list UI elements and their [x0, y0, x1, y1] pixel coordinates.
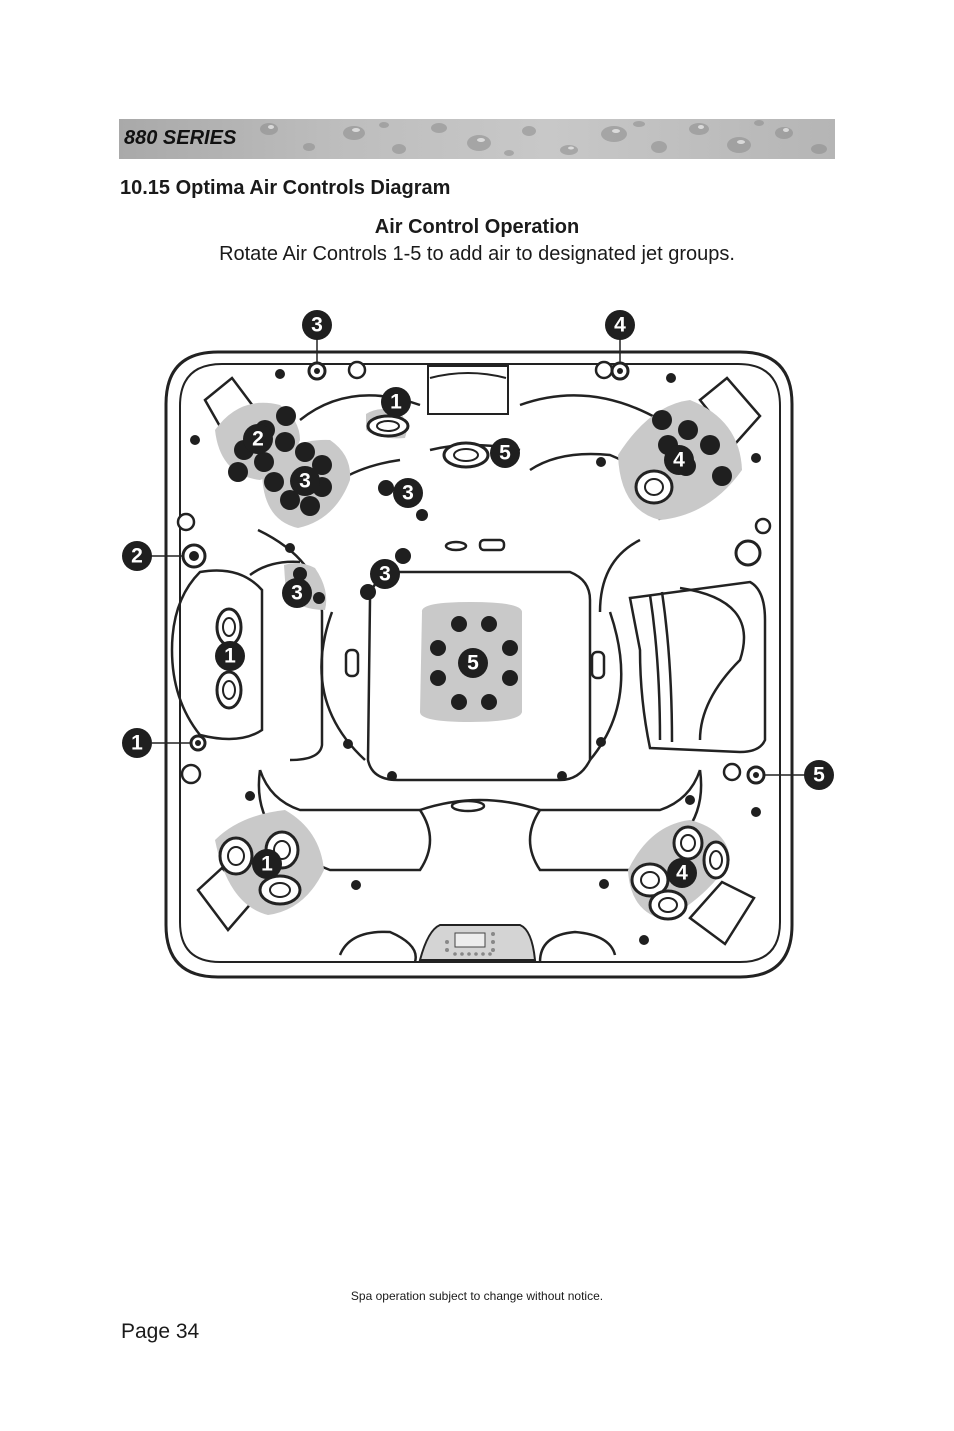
callout-air-control-5-right: 5: [804, 760, 834, 790]
jet-group-badge: 2: [243, 424, 273, 454]
callout-air-control-1-left: 1: [122, 728, 152, 758]
jet-group-badge: 1: [381, 387, 411, 417]
rotary-jet-rings: [222, 420, 723, 913]
jet-group-badge: 1: [215, 641, 245, 671]
callout-air-control-3-top: 3: [302, 310, 332, 340]
badge-label: 1: [224, 645, 236, 668]
series-banner: 880 SERIES: [119, 119, 835, 159]
jet-group-badge: 4: [667, 858, 697, 888]
callout-label: 2: [131, 545, 143, 568]
badge-label: 5: [467, 652, 479, 675]
badge-label: 2: [252, 428, 264, 451]
jet-group-badge: 4: [664, 445, 694, 475]
badge-label: 5: [499, 442, 511, 465]
callout-label: 1: [131, 732, 143, 755]
wall-fittings: [176, 360, 772, 813]
callout-label: 4: [614, 314, 626, 337]
callout-label: 3: [311, 314, 323, 337]
air-control-knobs: [181, 361, 766, 785]
badge-label: 4: [673, 449, 685, 472]
badge-label: 4: [676, 862, 688, 885]
callout-label: 5: [813, 764, 825, 787]
air-control-knob-centers: [189, 368, 759, 778]
jet-group-badge: 5: [490, 438, 520, 468]
right-lounger: [628, 580, 767, 754]
badge-label: 1: [390, 391, 402, 414]
spa-diagram: 3 4 2 1 5 1 2 3 3 3 3 1 5 4 5 1 4: [122, 310, 834, 979]
water-droplets-texture: [260, 120, 827, 156]
filter-housing: [427, 365, 509, 415]
callout-air-control-2-left: 2: [122, 541, 152, 571]
jet-group-badge: 3: [370, 559, 400, 589]
operation-description: Rotate Air Controls 1-5 to add air to de…: [219, 243, 735, 265]
jet-group-badges: 1 2 3 3 3 3 1 5 4 5 1 4: [215, 387, 697, 888]
rotary-jets: [215, 414, 730, 921]
steps: [338, 930, 617, 963]
badge-label: 3: [402, 482, 414, 505]
badge-label: 3: [291, 582, 303, 605]
section-title: 10.15 Optima Air Controls Diagram: [120, 177, 451, 199]
jet-group-badge: 3: [282, 578, 312, 608]
series-title: 880 SERIES: [124, 127, 237, 149]
badge-label: 3: [299, 470, 311, 493]
jet-group-badge: 3: [290, 466, 320, 496]
footer-note: Spa operation subject to change without …: [350, 1289, 604, 1303]
operation-title: Air Control Operation: [374, 216, 580, 238]
jet-group-badge: 1: [252, 849, 282, 879]
small-jets: [190, 369, 761, 945]
spa-outer-shell: [164, 350, 794, 979]
callout-air-control-4-top: 4: [605, 310, 635, 340]
callout-leaders: [150, 339, 805, 776]
control-panel: [418, 924, 537, 961]
page-number: Page 34: [121, 1320, 200, 1343]
spa-inner-rim: [179, 363, 781, 963]
badge-label: 1: [261, 853, 273, 876]
badge-label: 3: [379, 563, 391, 586]
jet-group-badge: 5: [458, 648, 488, 678]
jet-group-badge: 3: [393, 478, 423, 508]
